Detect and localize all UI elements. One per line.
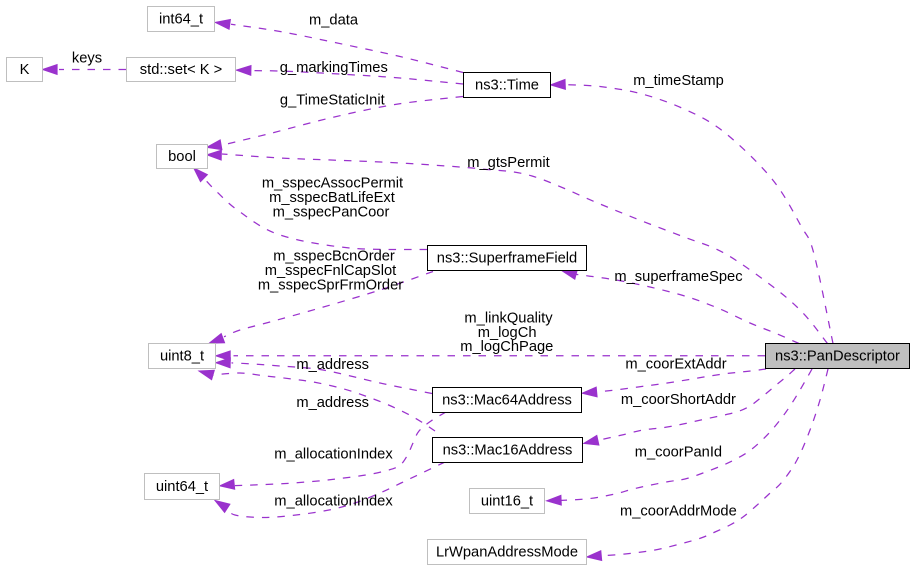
svg-text:m_timeStamp: m_timeStamp (633, 73, 724, 89)
svg-text:bool: bool (168, 149, 196, 165)
svg-text:m_address: m_address (296, 357, 369, 373)
svg-text:m_allocationIndex: m_allocationIndex (274, 494, 393, 510)
svg-text:uint64_t: uint64_t (156, 479, 208, 495)
svg-text:std::set< K >: std::set< K > (140, 62, 222, 78)
svg-text:m_sspecAssocPermit: m_sspecAssocPermit (262, 176, 403, 192)
svg-text:m_sspecFnlCapSlot: m_sspecFnlCapSlot (265, 263, 396, 279)
svg-text:keys: keys (72, 51, 102, 67)
svg-text:m_logCh: m_logCh (478, 325, 537, 341)
svg-text:int64_t: int64_t (159, 12, 203, 28)
svg-text:m_sspecSprFrmOrder: m_sspecSprFrmOrder (258, 278, 403, 294)
svg-text:uint16_t: uint16_t (481, 494, 533, 510)
svg-text:m_coorPanId: m_coorPanId (635, 445, 722, 461)
svg-text:m_data: m_data (309, 13, 359, 29)
svg-text:m_address: m_address (296, 395, 369, 411)
svg-text:LrWpanAddressMode: LrWpanAddressMode (436, 545, 578, 561)
svg-text:m_sspecBcnOrder: m_sspecBcnOrder (273, 249, 395, 265)
svg-text:m_sspecBatLifeExt: m_sspecBatLifeExt (269, 190, 395, 206)
svg-text:ns3::Mac64Address: ns3::Mac64Address (442, 393, 572, 409)
svg-text:g_markingTimes: g_markingTimes (280, 60, 388, 76)
svg-text:m_linkQuality: m_linkQuality (464, 311, 553, 327)
svg-text:g_TimeStaticInit: g_TimeStaticInit (280, 93, 385, 109)
svg-text:m_coorShortAddr: m_coorShortAddr (621, 392, 736, 408)
svg-text:ns3::Mac16Address: ns3::Mac16Address (443, 443, 573, 459)
svg-text:m_superframeSpec: m_superframeSpec (614, 269, 742, 285)
svg-text:m_sspecPanCoor: m_sspecPanCoor (273, 205, 390, 221)
svg-text:m_coorExtAddr: m_coorExtAddr (625, 357, 726, 373)
svg-text:m_logChPage: m_logChPage (460, 339, 553, 355)
svg-text:ns3::PanDescriptor: ns3::PanDescriptor (775, 349, 900, 365)
svg-text:uint8_t: uint8_t (160, 349, 204, 365)
svg-text:K: K (20, 62, 30, 78)
svg-text:m_coorAddrMode: m_coorAddrMode (620, 504, 737, 520)
svg-text:m_allocationIndex: m_allocationIndex (274, 447, 393, 463)
svg-text:ns3::SuperframeField: ns3::SuperframeField (437, 251, 577, 267)
svg-text:ns3::Time: ns3::Time (475, 78, 539, 94)
svg-text:m_gtsPermit: m_gtsPermit (467, 155, 549, 171)
